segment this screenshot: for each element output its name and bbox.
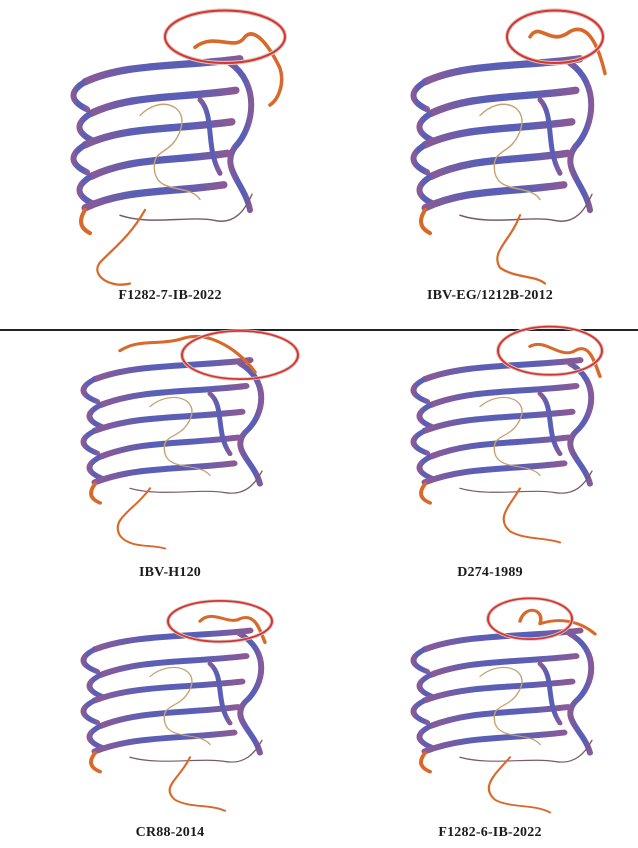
beta-strand: [101, 656, 246, 675]
beta-strand: [83, 649, 97, 671]
beta-strand: [89, 405, 103, 427]
panel-label-6: F1282-6-IB-2022: [340, 825, 638, 841]
beta-strand: [73, 82, 87, 109]
coil-loop: [91, 753, 100, 772]
coil-loop: [460, 471, 592, 493]
beta-strand: [91, 153, 228, 176]
ribbon-model: [413, 327, 602, 543]
beta-strand: [413, 649, 427, 671]
beta-strand: [431, 90, 576, 113]
beta-strand: [431, 707, 568, 726]
panel-label-2: IBV-EG/1212B-2012: [340, 288, 638, 304]
coil-loop: [170, 757, 225, 811]
coil-loop: [97, 210, 145, 285]
beta-strand: [431, 386, 576, 405]
ribbon-model: [83, 601, 272, 811]
protein-structure-1: [20, 0, 320, 290]
coil-loop: [421, 484, 430, 503]
coil-loop: [118, 488, 165, 548]
beta-strand: [431, 153, 568, 176]
coil-loop: [81, 210, 90, 233]
coil-loop: [497, 215, 545, 283]
beta-strand: [419, 405, 433, 427]
beta-strand: [540, 100, 560, 173]
beta-strand: [425, 733, 564, 752]
structure-panel-3: IBV-H120: [20, 332, 320, 587]
beta-strand: [413, 145, 427, 172]
beta-strand: [95, 463, 234, 482]
beta-strand: [200, 100, 220, 173]
ribbon-model: [73, 11, 285, 285]
beta-strand: [210, 664, 230, 724]
coil-loop: [130, 740, 262, 762]
beta-strand: [240, 634, 261, 753]
beta-strand: [101, 386, 246, 405]
beta-strand: [419, 726, 433, 748]
structure-panel-4: D274-1989: [340, 332, 638, 587]
protein-structure-2: [340, 0, 638, 290]
beta-strand: [425, 185, 564, 208]
ribbon-model: [83, 331, 298, 549]
beta-strand: [413, 82, 427, 109]
coil-loop: [91, 484, 100, 503]
beta-strand: [419, 675, 433, 697]
coil-loop: [460, 194, 592, 221]
beta-strand: [425, 463, 564, 482]
beta-strand: [431, 438, 568, 457]
beta-strand: [95, 733, 234, 752]
beta-strand: [419, 113, 433, 140]
beta-strand: [89, 726, 103, 748]
panel-label-4: D274-1989: [340, 565, 638, 581]
coil-loop: [489, 757, 550, 812]
protein-structure-6: [340, 595, 638, 823]
structure-panel-1: F1282-7-IB-2022: [20, 0, 320, 325]
structure-panel-2: IBV-EG/1212B-2012: [340, 0, 638, 325]
beta-strand: [540, 394, 560, 454]
beta-strand: [83, 700, 97, 722]
coil-loop: [421, 753, 430, 772]
beta-strand: [431, 656, 576, 675]
beta-strand: [570, 634, 591, 753]
beta-strand: [101, 438, 238, 457]
beta-strand: [85, 185, 224, 208]
beta-strand: [79, 113, 93, 140]
beta-strand: [89, 675, 103, 697]
coil-loop: [421, 210, 430, 233]
horizontal-divider: [0, 329, 638, 331]
panel-label-1: F1282-7-IB-2022: [20, 288, 320, 304]
beta-strand: [89, 456, 103, 478]
structure-panel-6: F1282-6-IB-2022: [340, 595, 638, 848]
beta-strand: [540, 664, 560, 724]
panel-label-5: CR88-2014: [20, 825, 320, 841]
panel-label-3: IBV-H120: [20, 565, 320, 581]
beta-strand: [210, 394, 230, 454]
beta-strand: [230, 63, 251, 210]
structure-panel-5: CR88-2014: [20, 595, 320, 848]
beta-strand: [91, 90, 236, 113]
highlight-ellipse: [165, 11, 285, 63]
beta-strand: [419, 176, 433, 203]
ribbon-model: [413, 598, 595, 812]
beta-strand: [570, 364, 591, 484]
coil-loop: [504, 488, 560, 542]
beta-strand: [73, 145, 87, 172]
beta-strand: [101, 707, 238, 726]
beta-strand: [83, 379, 97, 401]
coil-loop: [460, 740, 592, 762]
beta-strand: [413, 379, 427, 401]
protein-structure-4: [340, 332, 638, 564]
beta-strand: [419, 456, 433, 478]
protein-structure-5: [20, 595, 320, 823]
beta-strand: [83, 431, 97, 453]
beta-strand: [240, 364, 261, 484]
ribbon-model: [413, 11, 605, 284]
protein-structure-3: [20, 332, 320, 564]
beta-strand: [413, 431, 427, 453]
beta-strand: [570, 63, 591, 210]
beta-strand: [413, 700, 427, 722]
beta-strand: [95, 360, 250, 379]
beta-strand: [79, 176, 93, 203]
